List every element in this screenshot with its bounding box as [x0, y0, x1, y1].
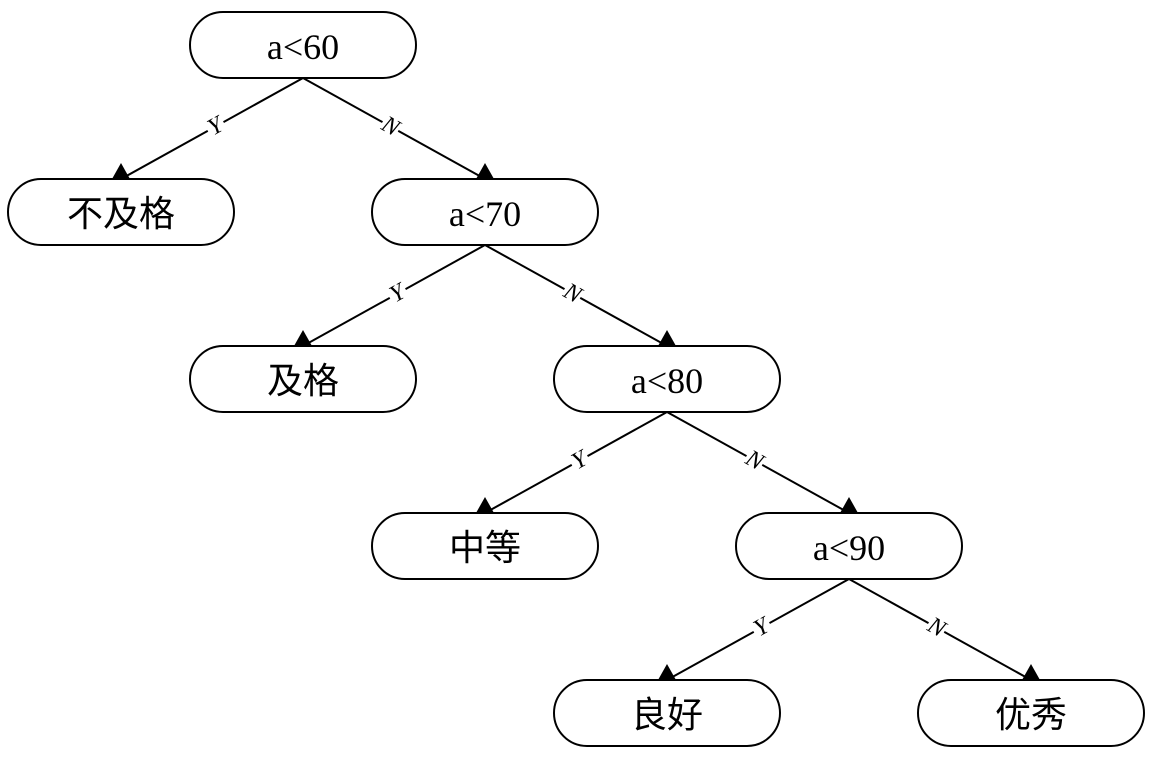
node-a80: a<80: [553, 345, 781, 413]
edge-label-bg: [566, 446, 593, 475]
node-label: a<90: [813, 528, 885, 568]
node-a60: a<60: [189, 11, 417, 79]
node-label: 及格: [267, 361, 339, 401]
edge-label-bg: [748, 613, 775, 642]
node-label: 优秀: [995, 695, 1067, 735]
edge-label-bg: [559, 279, 586, 308]
node-box: [553, 679, 781, 747]
edge-a80-to-medium: Y: [476, 411, 668, 514]
arrowhead-icon: [476, 497, 494, 513]
edge-label-bg: [741, 446, 768, 475]
node-fail: 不及格: [7, 178, 235, 246]
arrowhead-icon: [658, 664, 676, 680]
node-a70: a<70: [371, 178, 599, 246]
edge-label-n: N: [922, 612, 951, 644]
edge-label-bg: [202, 112, 229, 141]
node-box: [189, 11, 417, 79]
edge-label-y: Y: [567, 445, 594, 475]
node-box: [735, 512, 963, 580]
edge-a90-to-good: Y: [658, 578, 850, 681]
arrowhead-icon: [658, 330, 676, 346]
edge-label-bg: [377, 112, 404, 141]
edge-label-bg: [923, 613, 950, 642]
arrowhead-icon: [294, 330, 312, 346]
node-label: a<70: [449, 194, 521, 234]
node-a90: a<90: [735, 512, 963, 580]
node-label: a<80: [631, 361, 703, 401]
node-label: 良好: [631, 695, 703, 735]
edge-a90-to-excellent: N: [848, 578, 1040, 681]
edge-a60-to-fail: Y: [112, 77, 304, 180]
node-box: [371, 178, 599, 246]
node-label: 不及格: [67, 194, 175, 234]
edge-label-y: Y: [203, 111, 230, 141]
edge-label-y: Y: [385, 278, 412, 308]
edge-label-n: N: [558, 278, 587, 310]
edge-a70-to-a80: N: [484, 244, 676, 347]
edge-label-y: Y: [749, 612, 776, 642]
node-medium: 中等: [371, 512, 599, 580]
node-label: 中等: [449, 528, 521, 568]
edge-label-n: N: [740, 445, 769, 477]
node-box: [189, 345, 417, 413]
arrowhead-icon: [112, 163, 130, 179]
node-box: [553, 345, 781, 413]
node-box: [917, 679, 1145, 747]
arrowhead-icon: [840, 497, 858, 513]
edge-a80-to-a90: N: [666, 411, 858, 514]
node-box: [371, 512, 599, 580]
arrowhead-icon: [476, 163, 494, 179]
node-label: a<60: [267, 27, 339, 67]
node-box: [7, 178, 235, 246]
edge-a70-to-pass: Y: [294, 244, 486, 347]
node-excellent: 优秀: [917, 679, 1145, 747]
edge-label-bg: [384, 279, 411, 308]
edge-label-n: N: [376, 111, 405, 143]
node-good: 良好: [553, 679, 781, 747]
edge-a60-to-a70: N: [302, 77, 494, 180]
arrowhead-icon: [1022, 664, 1040, 680]
node-pass: 及格: [189, 345, 417, 413]
